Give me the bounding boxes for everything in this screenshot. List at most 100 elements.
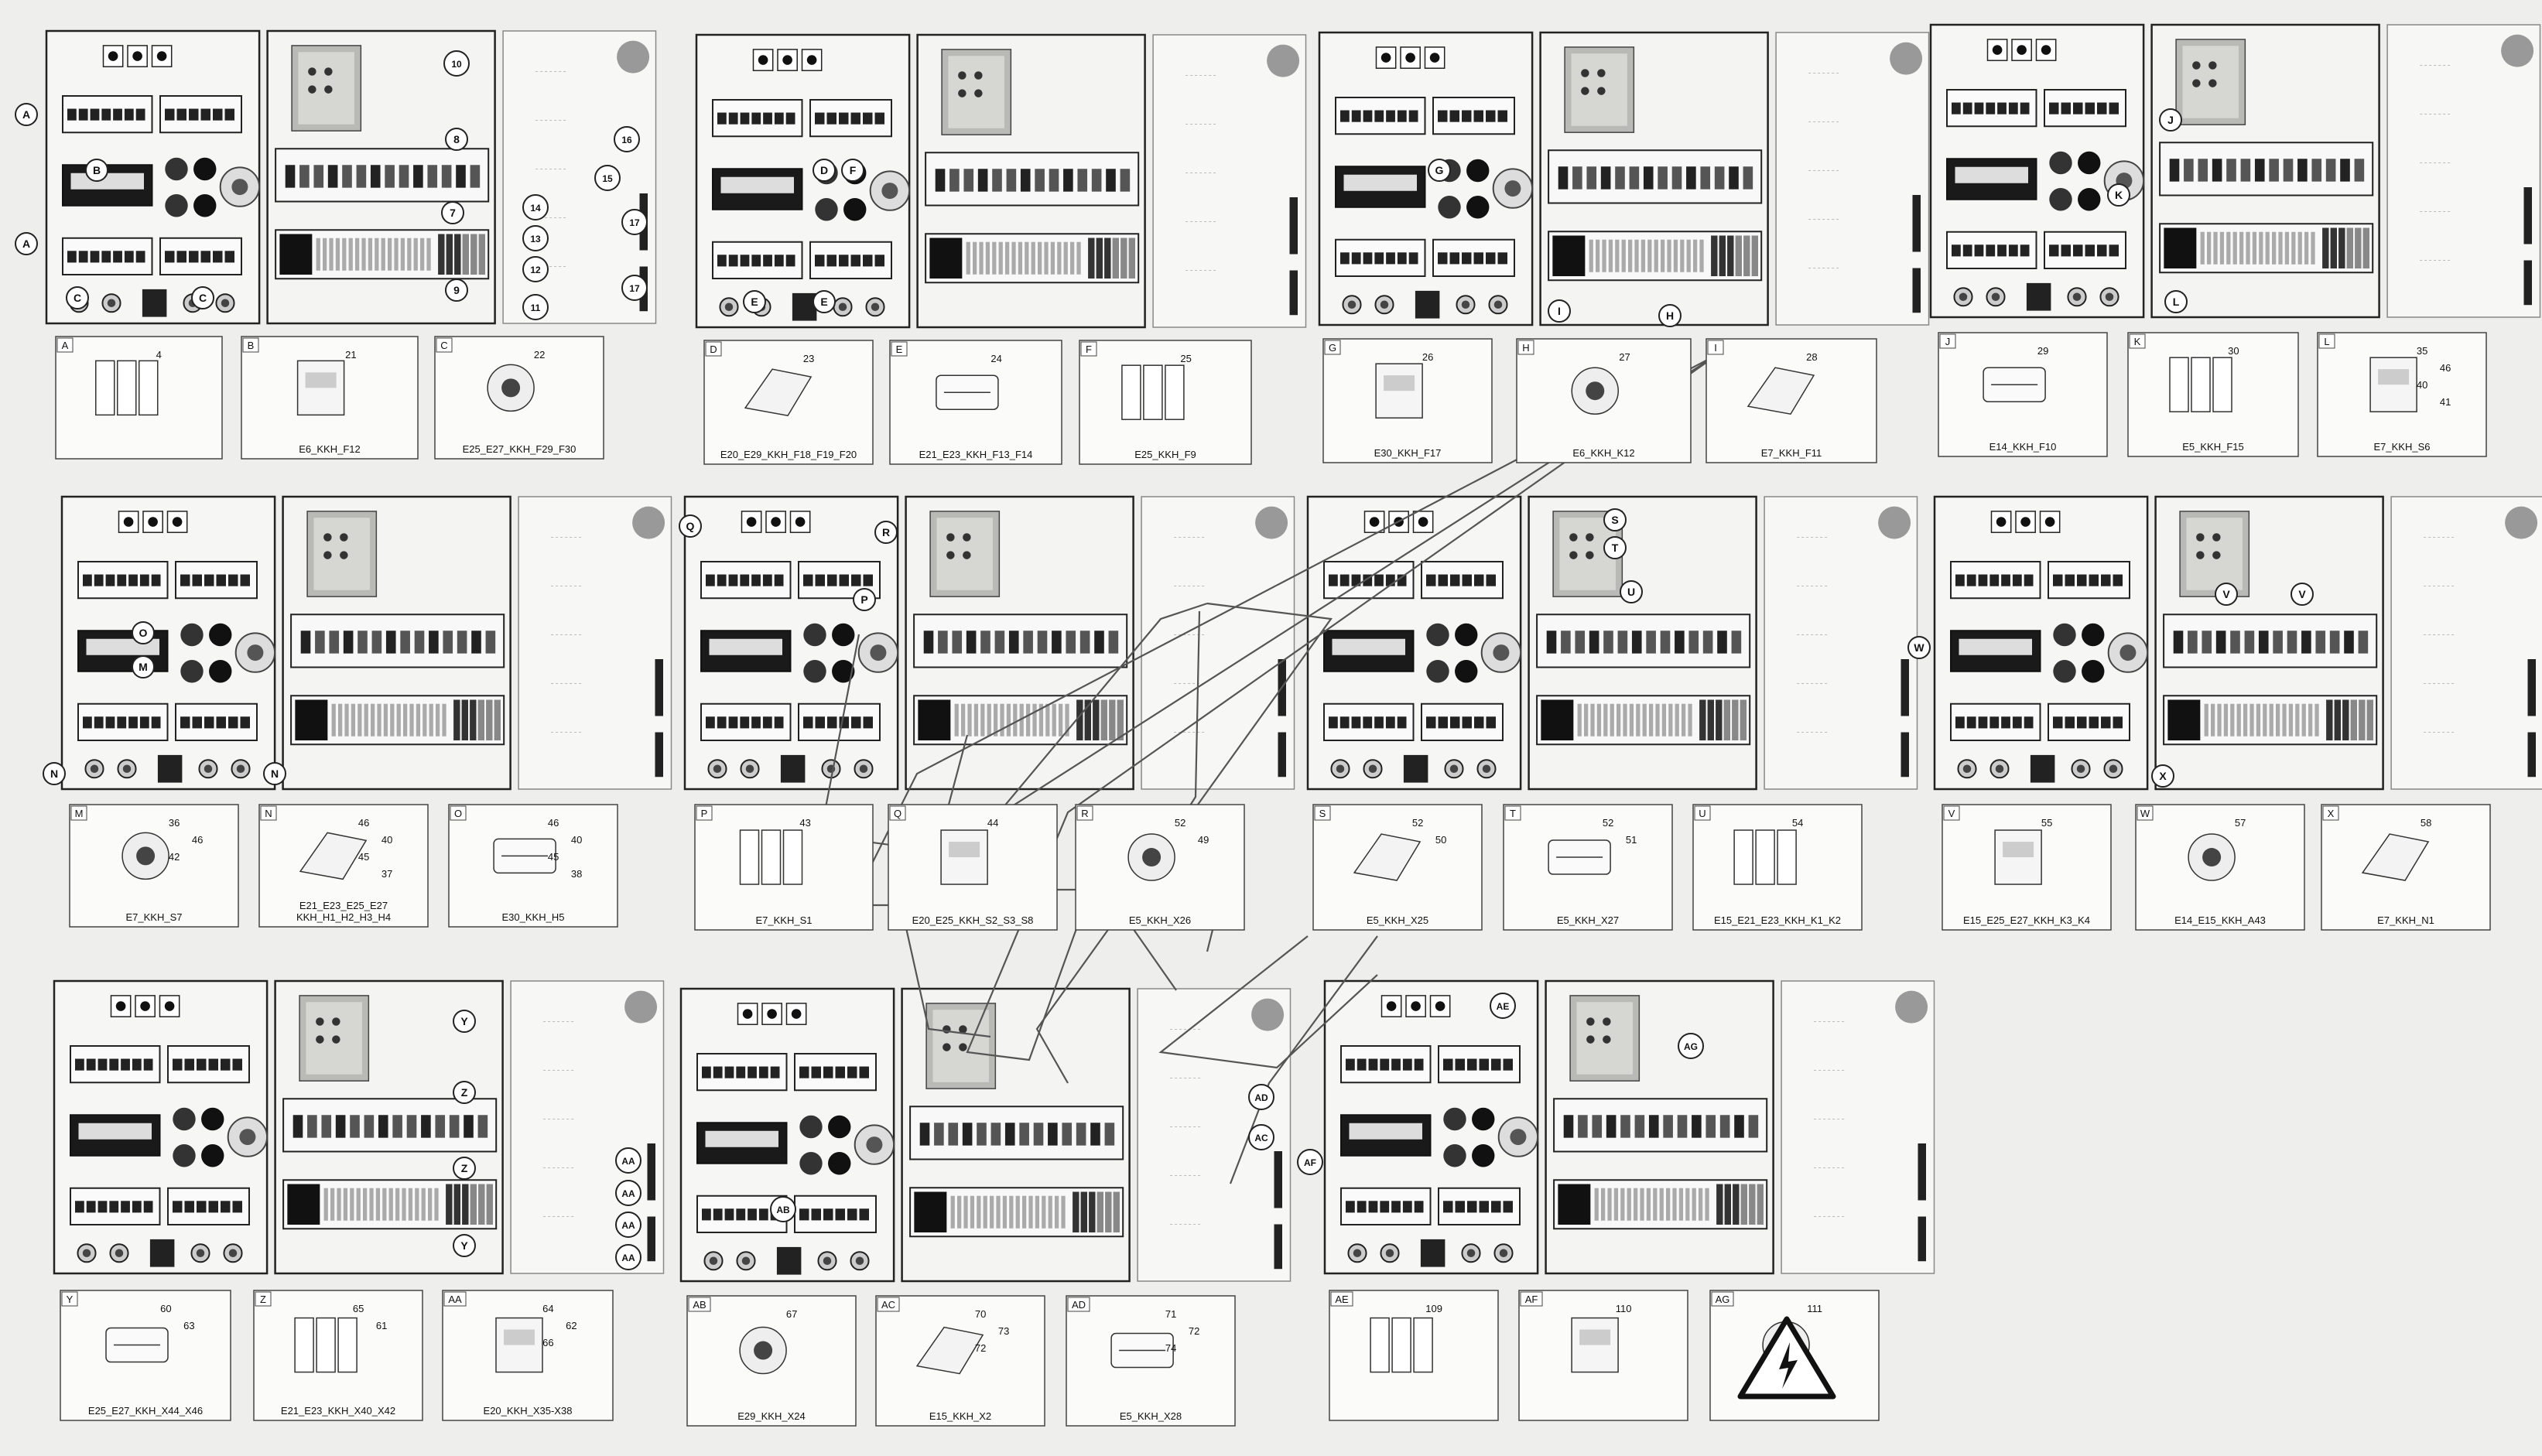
breaker-pole bbox=[105, 574, 115, 586]
breaker-pole bbox=[67, 251, 77, 263]
breaker-pole bbox=[90, 251, 100, 263]
callout-circle bbox=[1490, 993, 1516, 1019]
terminal bbox=[2282, 703, 2287, 737]
part-tag-box bbox=[436, 337, 453, 353]
part-detail bbox=[1579, 1329, 1611, 1345]
din-rail-upper bbox=[2163, 614, 2378, 668]
part-number: 73 bbox=[998, 1325, 1009, 1337]
fuse-holder bbox=[1749, 1184, 1756, 1225]
din-rail-upper bbox=[290, 614, 505, 668]
terminal bbox=[1028, 1195, 1033, 1229]
terminal bbox=[1596, 239, 1600, 272]
breaker-pole bbox=[101, 108, 111, 121]
push-button bbox=[209, 660, 232, 683]
push-button bbox=[180, 660, 204, 683]
lamp-center bbox=[859, 764, 868, 773]
controller-led bbox=[2212, 533, 2221, 542]
switch-knob bbox=[108, 51, 118, 61]
terminal bbox=[2230, 703, 2235, 737]
rotary-switch bbox=[765, 511, 786, 533]
switch-knob bbox=[767, 1009, 777, 1019]
breaker-pole bbox=[1449, 110, 1459, 122]
terminal bbox=[1035, 1195, 1040, 1229]
callout-circle bbox=[132, 655, 155, 678]
terminal bbox=[1015, 1195, 1020, 1229]
callout-circle bbox=[191, 286, 214, 309]
lamp-center bbox=[871, 302, 880, 311]
breaker-pole bbox=[2065, 574, 2075, 586]
part-tag: J bbox=[1945, 336, 1951, 347]
rail-module bbox=[1076, 1123, 1086, 1146]
terminal bbox=[1678, 1188, 1684, 1221]
part-number: 41 bbox=[2440, 396, 2451, 408]
breaker-pole bbox=[224, 251, 234, 263]
terminal bbox=[396, 703, 401, 737]
breaker-pole bbox=[1486, 110, 1496, 122]
rail-module bbox=[994, 631, 1005, 654]
fuse-holder bbox=[1740, 1184, 1747, 1225]
part-number: 40 bbox=[571, 834, 582, 846]
terminal-block-dark bbox=[287, 1184, 320, 1225]
push-button bbox=[165, 157, 188, 181]
rail-module bbox=[1648, 1115, 1659, 1138]
rail-module bbox=[2301, 631, 2311, 654]
breaker-pole bbox=[774, 112, 784, 125]
terminal bbox=[1602, 239, 1606, 272]
part-detail bbox=[754, 1341, 773, 1360]
lamp-center bbox=[838, 302, 847, 311]
part-tag-box bbox=[255, 1291, 272, 1307]
rail-module bbox=[471, 631, 481, 654]
terminal bbox=[1636, 703, 1640, 737]
terminal bbox=[1620, 1188, 1625, 1221]
part-number: 45 bbox=[358, 851, 369, 863]
part-drawing bbox=[1391, 1317, 1411, 1373]
fuse-holder bbox=[1076, 699, 1083, 740]
breaker-pole bbox=[1374, 252, 1384, 265]
controller-led bbox=[2196, 533, 2205, 542]
breaker-pole bbox=[728, 255, 738, 267]
breaker-pole bbox=[1497, 252, 1507, 265]
controller-led bbox=[958, 71, 967, 80]
part-drawing bbox=[95, 360, 115, 416]
part-number: 46 bbox=[358, 817, 369, 829]
display-screen bbox=[70, 173, 144, 190]
push-button bbox=[2053, 623, 2076, 647]
breaker-pole bbox=[2020, 102, 2030, 114]
rail-module bbox=[1546, 631, 1557, 654]
door-lock bbox=[2505, 506, 2538, 539]
terminal bbox=[1584, 703, 1589, 737]
terminal bbox=[1022, 1195, 1027, 1229]
part-drawing bbox=[1777, 829, 1797, 885]
callout-label: W bbox=[1914, 641, 1924, 654]
rail-module bbox=[1675, 631, 1685, 654]
breaker-pole bbox=[98, 1201, 108, 1213]
callout-circle bbox=[614, 126, 640, 152]
rail-module bbox=[1643, 166, 1654, 190]
terminal bbox=[1059, 703, 1063, 737]
rail-module bbox=[464, 1115, 474, 1138]
breaker-pole bbox=[1380, 1058, 1390, 1071]
emergency-stop-cap bbox=[1510, 1129, 1527, 1146]
controller-led bbox=[308, 85, 316, 94]
door-hinge bbox=[647, 1143, 655, 1201]
breaker-pole bbox=[1397, 716, 1407, 729]
din-rail-upper bbox=[925, 152, 1140, 207]
callout-circle bbox=[15, 232, 38, 255]
breaker-pole bbox=[1467, 1201, 1477, 1213]
rail-module bbox=[1077, 169, 1088, 192]
callout-circle bbox=[85, 159, 108, 182]
fuse-holder bbox=[478, 1184, 485, 1225]
terminal bbox=[1044, 241, 1049, 275]
switch-knob bbox=[742, 1009, 753, 1019]
terminal bbox=[2278, 231, 2283, 265]
breaker-pole bbox=[1402, 1201, 1412, 1213]
callout-label: AD bbox=[1254, 1092, 1268, 1103]
rail-module bbox=[2244, 631, 2255, 654]
controller-led bbox=[943, 1043, 951, 1051]
breaker-pole bbox=[1462, 252, 1472, 265]
controller-led bbox=[1586, 551, 1594, 559]
part-tag-box bbox=[889, 805, 906, 821]
